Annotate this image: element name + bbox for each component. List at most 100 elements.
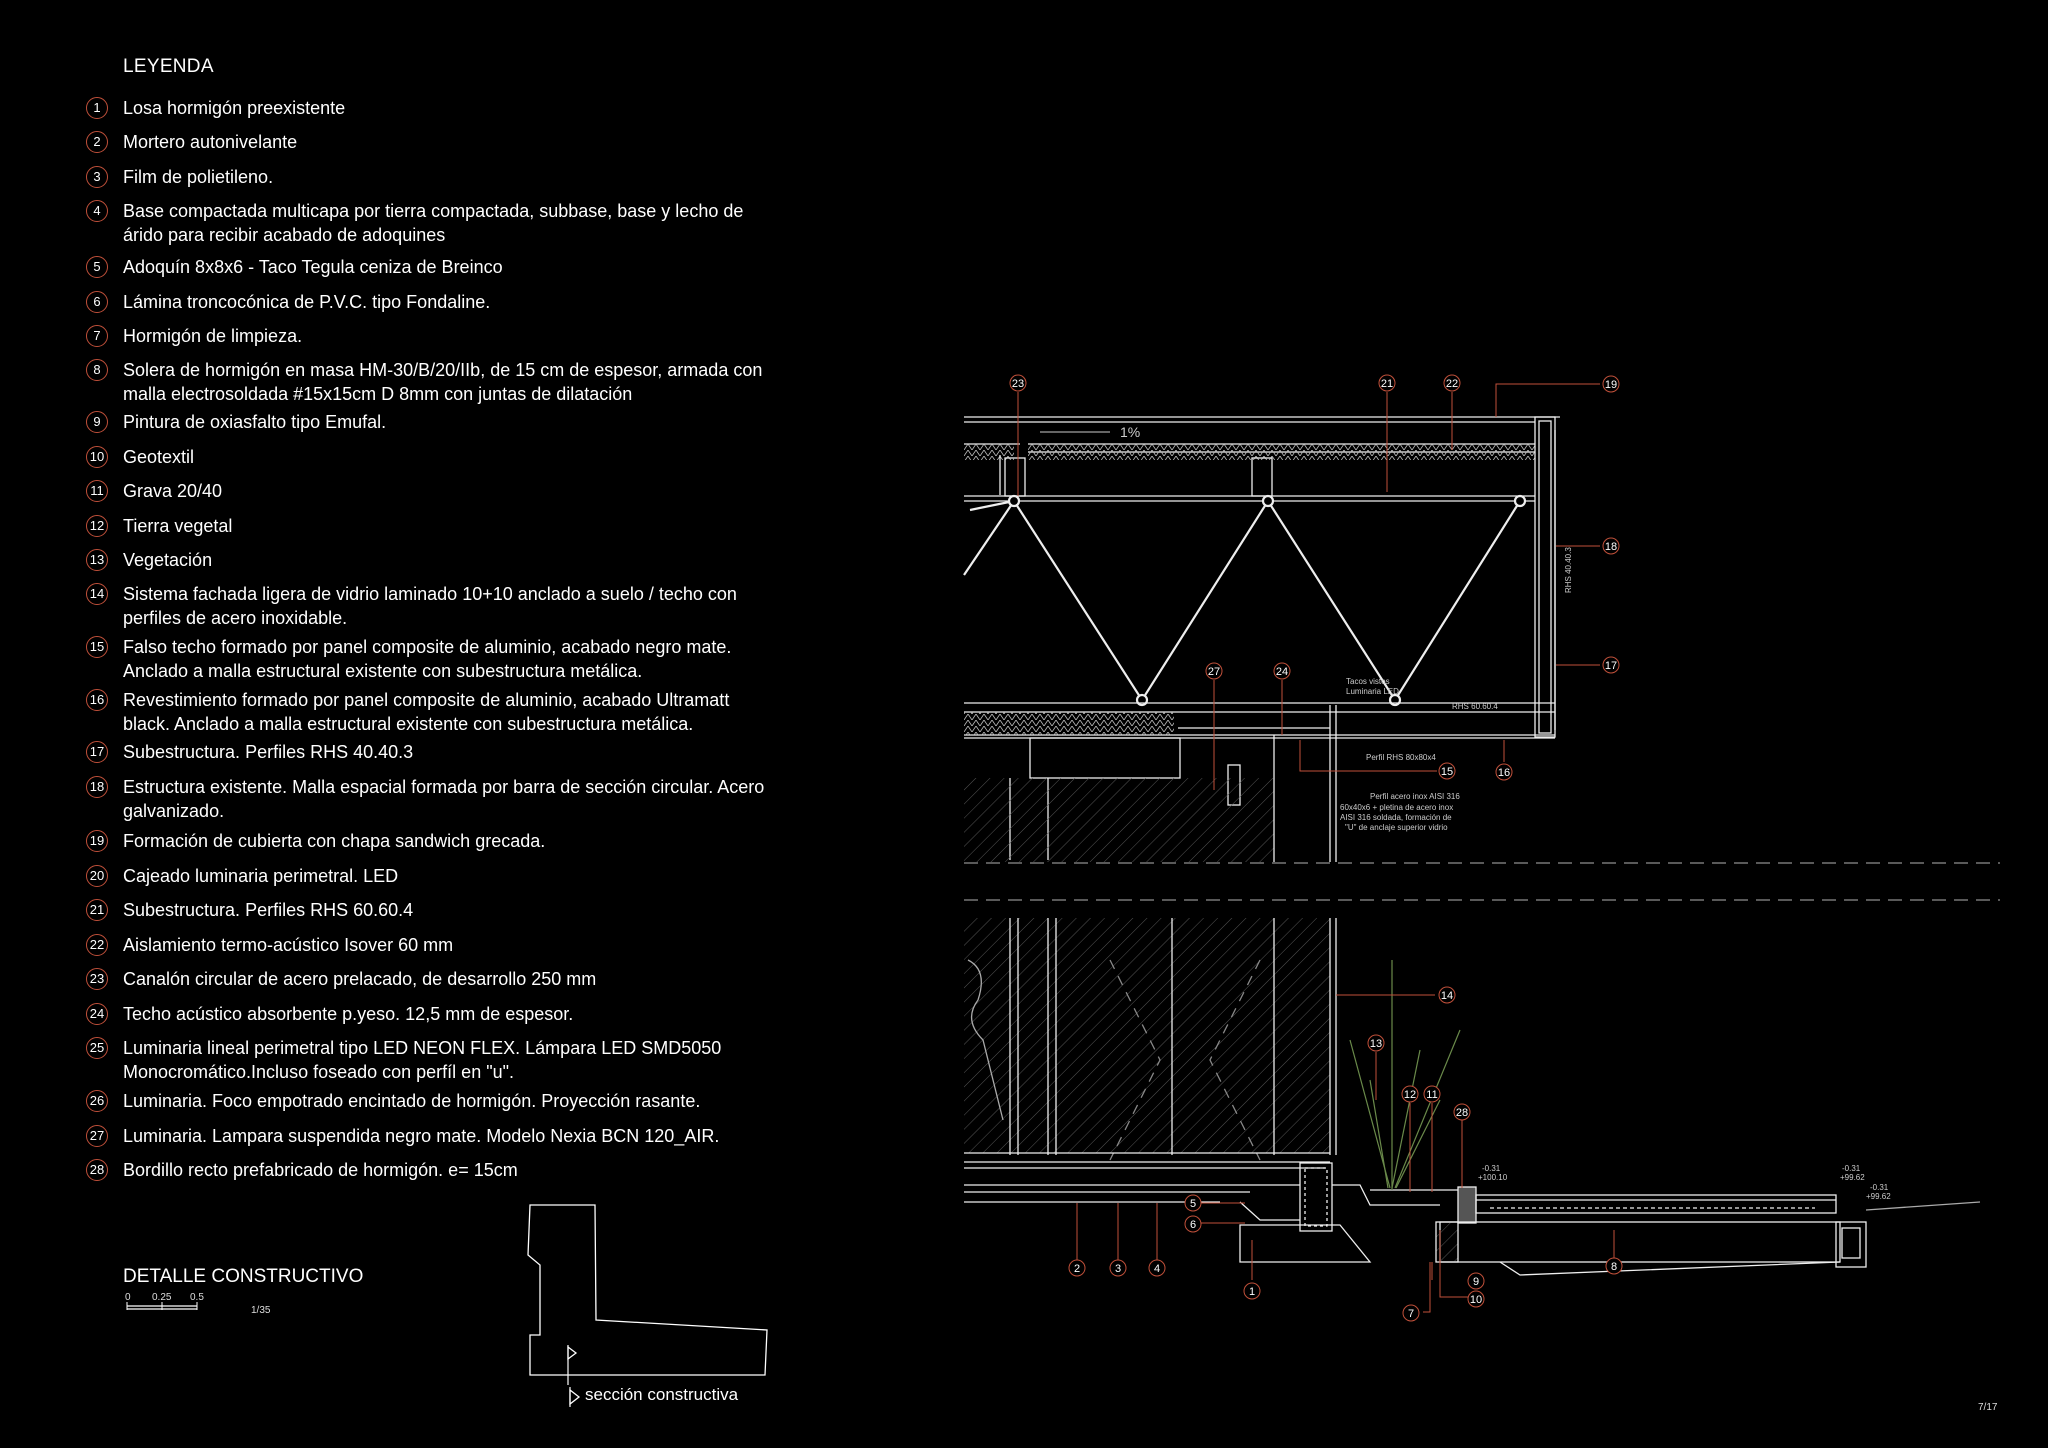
svg-text:6: 6 — [1190, 1219, 1196, 1231]
legend-text: Base compactada multicapa por tierra com… — [123, 201, 744, 245]
callout-1: 1 — [1243, 1282, 1261, 1300]
legend-text: Revestimiento formado por panel composit… — [123, 690, 730, 734]
svg-text:23: 23 — [1012, 378, 1024, 390]
note-inox-3: AISI 316 soldada, formación de — [1340, 813, 1452, 822]
legend-number: 18 — [86, 776, 108, 798]
legend-text: Adoquín 8x8x6 - Taco Tegula ceniza de Br… — [123, 257, 503, 277]
legend-text: Subestructura. Perfiles RHS 60.60.4 — [123, 900, 414, 920]
slope-label: 1% — [1120, 424, 1140, 440]
callout-leaders — [1017, 383, 1615, 1313]
garden-area — [1349, 960, 1461, 1191]
note-rhs60: RHS 60.60.4 — [1452, 702, 1498, 711]
svg-text:2: 2 — [1074, 1263, 1080, 1275]
callout-5: 5 — [1184, 1194, 1202, 1212]
legend-item: 5 Adoquín 8x8x6 - Taco Tegula ceniza de B… — [86, 255, 773, 279]
legend-number: 7 — [86, 325, 108, 347]
callout-17: 17 — [1602, 656, 1620, 674]
legend-item: 28 Bordillo recto prefabricado de hormigó… — [86, 1158, 773, 1182]
callout-21: 21 — [1378, 374, 1396, 392]
svg-text:15: 15 — [1441, 766, 1453, 778]
legend-item: 1 Losa hormigón preexistente — [86, 96, 773, 120]
legend-text: Film de polietileno. — [123, 167, 274, 187]
legend-number: 24 — [86, 1003, 108, 1025]
space-truss — [963, 494, 1527, 707]
note-perfil80: Perfil RHS 80x80x4 — [1366, 753, 1436, 762]
note-luminaria: Luminaria LED — [1346, 687, 1399, 696]
callout-15: 15 — [1438, 762, 1456, 780]
legend-number: 20 — [86, 865, 108, 887]
svg-text:12: 12 — [1404, 1089, 1416, 1101]
section-label: sección constructiva — [585, 1385, 739, 1404]
note-inox-4: "U" de anclaje superior vidrio — [1345, 823, 1448, 832]
ceiling-assembly — [964, 702, 1555, 862]
legend-text: Bordillo recto prefabricado de hormigón.… — [123, 1160, 518, 1180]
legend-number: 15 — [86, 636, 108, 658]
legend-text: Subestructura. Perfiles RHS 40.40.3 — [123, 742, 414, 762]
level-1b: +100.10 — [1478, 1173, 1508, 1182]
annotations: RHS 40.40.3 RHS 60.60.4 Tacos vistos Lum… — [1340, 547, 1891, 1201]
legend-text: Formación de cubierta con chapa sandwich… — [123, 831, 546, 851]
callout-11: 11 — [1423, 1085, 1441, 1103]
callout-27: 27 — [1205, 662, 1223, 680]
legend-text: Falso techo formado por panel composite … — [123, 637, 732, 681]
legend-number: 2 — [86, 131, 108, 153]
svg-text:19: 19 — [1605, 379, 1617, 391]
legend-number: 1 — [86, 97, 108, 119]
svg-text:10: 10 — [1470, 1294, 1482, 1306]
page-number: 7/17 — [1978, 1402, 1998, 1413]
legend-text: Luminaria lineal perimetral tipo LED NEO… — [123, 1038, 722, 1082]
break-lines — [964, 862, 2000, 901]
legend-text: Grava 20/40 — [123, 481, 223, 501]
legend-number: 6 — [86, 291, 108, 313]
svg-text:9: 9 — [1473, 1276, 1479, 1288]
svg-text:28: 28 — [1456, 1107, 1468, 1119]
section-arrow-icon — [569, 1387, 581, 1407]
legend-number: 26 — [86, 1090, 108, 1112]
callout-24: 24 — [1273, 662, 1291, 680]
legend-number: 28 — [86, 1159, 108, 1181]
callout-2: 2 — [1068, 1259, 1086, 1277]
legend-number: 19 — [86, 830, 108, 852]
svg-text:21: 21 — [1381, 378, 1393, 390]
legend-text: Losa hormigón preexistente — [123, 98, 346, 118]
legend-number: 22 — [86, 934, 108, 956]
level-2a: -0.31 — [1842, 1164, 1861, 1173]
svg-text:16: 16 — [1498, 767, 1510, 779]
legend-item: 19 Formación de cubierta con chapa sandwi… — [86, 829, 773, 853]
svg-text:4: 4 — [1154, 1263, 1160, 1275]
key-plan — [527, 1204, 768, 1385]
legend-text: Canalón circular de acero prelacado, de … — [123, 969, 597, 989]
legend-number: 5 — [86, 256, 108, 278]
note-inox-2: 60x40x6 + pletina de acero inox — [1340, 803, 1453, 812]
legend-number: 4 — [86, 200, 108, 222]
legend-text: Tierra vegetal — [123, 516, 233, 536]
note-inox-1: Perfil acero inox AISI 316 — [1370, 792, 1460, 801]
callout-22: 22 — [1443, 374, 1461, 392]
legend-text: Lámina troncocónica de P.V.C. tipo Fonda… — [123, 292, 491, 312]
svg-text:5: 5 — [1190, 1198, 1196, 1210]
svg-text:8: 8 — [1611, 1261, 1617, 1273]
callout-7: 7 — [1402, 1304, 1420, 1322]
svg-text:3: 3 — [1115, 1263, 1121, 1275]
callout-9: 9 — [1467, 1272, 1485, 1290]
legend-item: 4 Base compactada multicapa por tierra co… — [86, 199, 773, 247]
callout-10: 10 — [1467, 1290, 1485, 1308]
svg-text:14: 14 — [1441, 990, 1453, 1002]
legend-item: 20 Cajeado luminaria perimetral. LED — [86, 864, 773, 888]
construction-detail-drawing: 1% — [963, 374, 2000, 1322]
svg-text:27: 27 — [1208, 666, 1220, 678]
note-tacos: Tacos vistos — [1346, 677, 1390, 686]
callout-13: 13 — [1367, 1034, 1385, 1052]
roof-slope-mark: 1% — [1040, 424, 1140, 440]
legend-text: Cajeado luminaria perimetral. LED — [123, 866, 399, 886]
scale-label-0: 0 — [125, 1292, 131, 1303]
